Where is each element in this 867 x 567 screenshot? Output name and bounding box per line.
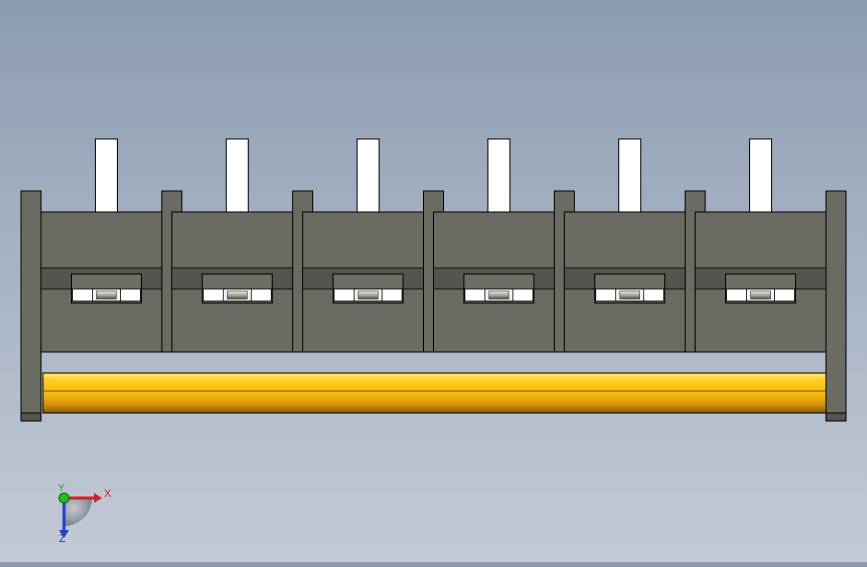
- foot-left: [20, 412, 42, 422]
- contact-pin: [356, 138, 380, 213]
- end-plate-right: [825, 190, 847, 422]
- x-axis-label: X: [104, 488, 112, 500]
- clamp-screw: [357, 290, 379, 300]
- triad-shading: [64, 498, 92, 526]
- end-plate-left: [20, 190, 42, 422]
- clamp-screw: [619, 290, 641, 300]
- contact-pin: [94, 138, 118, 213]
- clamp-screw: [226, 290, 248, 300]
- clamp-screw: [96, 290, 117, 300]
- clamp-screw: [488, 290, 510, 300]
- terminal-block-model[interactable]: [20, 138, 847, 422]
- contact-pin: [749, 138, 773, 213]
- y-axis-dot: [58, 492, 70, 504]
- y-axis-label: Y: [58, 483, 65, 494]
- din-rail: [42, 372, 827, 414]
- contact-pin: [225, 138, 249, 213]
- contact-pin: [487, 138, 511, 213]
- axis-triad: X Y Z: [58, 483, 112, 545]
- clamp-screw: [750, 290, 771, 300]
- foot-right: [825, 412, 847, 422]
- contact-pin: [618, 138, 642, 213]
- z-axis-label: Z: [59, 533, 66, 545]
- x-arrowhead-icon: [94, 493, 102, 503]
- z-arrowhead-icon: [59, 530, 69, 538]
